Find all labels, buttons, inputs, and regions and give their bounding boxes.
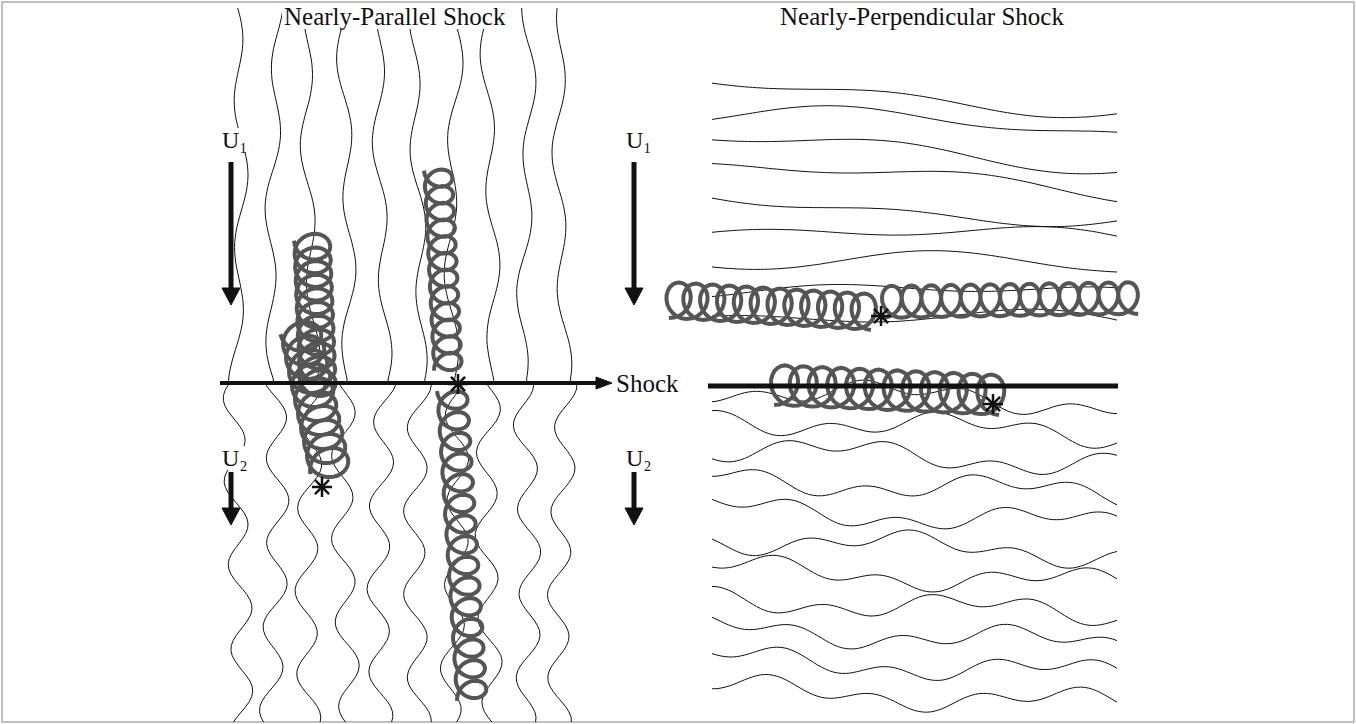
field-line [475, 8, 502, 722]
arrow-head [222, 288, 240, 305]
arrows [220, 162, 1118, 525]
arrow-head [625, 508, 643, 525]
field-line [712, 198, 1117, 227]
flow-label: U₁ [624, 128, 654, 152]
scatter-star [874, 309, 888, 323]
field-line [712, 411, 1117, 449]
field-line [712, 227, 1117, 237]
scatter-marks [312, 306, 1003, 497]
field-lines [223, 8, 1117, 722]
flow-label: U₂ [220, 446, 250, 470]
field-line [712, 83, 1117, 118]
field-line [712, 586, 1117, 625]
shock-front [708, 384, 1118, 389]
field-line [712, 470, 1117, 505]
field-line [547, 8, 577, 722]
arrow-head [596, 377, 612, 389]
gyro-orbit [882, 282, 1138, 318]
field-line [260, 8, 289, 722]
field-line [712, 164, 1117, 202]
field-line [513, 8, 540, 722]
scatter-star [315, 480, 329, 494]
panel-title: Nearly-Perpendicular Shock [778, 4, 1066, 29]
flow-label: U₁ [220, 128, 250, 152]
gyro-orbit [771, 365, 1004, 415]
field-line [712, 499, 1117, 529]
flow-arrow [632, 472, 637, 510]
shock-front [220, 381, 598, 385]
field-line [712, 617, 1117, 649]
gyro-orbit [437, 391, 486, 701]
field-line [712, 106, 1117, 133]
gyro-orbit [280, 322, 348, 477]
field-line [712, 251, 1117, 272]
panel-title: Nearly-Parallel Shock [282, 4, 507, 29]
flow-arrow [229, 162, 234, 290]
gyro-orbit [424, 170, 462, 371]
arrow-head [222, 508, 240, 525]
gyro-orbit [667, 283, 877, 331]
scatter-star [986, 397, 1000, 411]
shock-label: Shock [614, 371, 681, 396]
field-line [404, 8, 432, 722]
field-line [712, 530, 1117, 568]
field-line [712, 441, 1117, 475]
particle-orbits [280, 170, 1138, 702]
field-line [712, 675, 1117, 713]
field-line [712, 555, 1117, 592]
flow-arrow [229, 472, 234, 510]
flow-arrow [632, 162, 637, 290]
flow-label: U₂ [624, 446, 654, 470]
field-line [367, 8, 396, 722]
field-line [223, 8, 252, 722]
arrow-head [625, 288, 643, 305]
